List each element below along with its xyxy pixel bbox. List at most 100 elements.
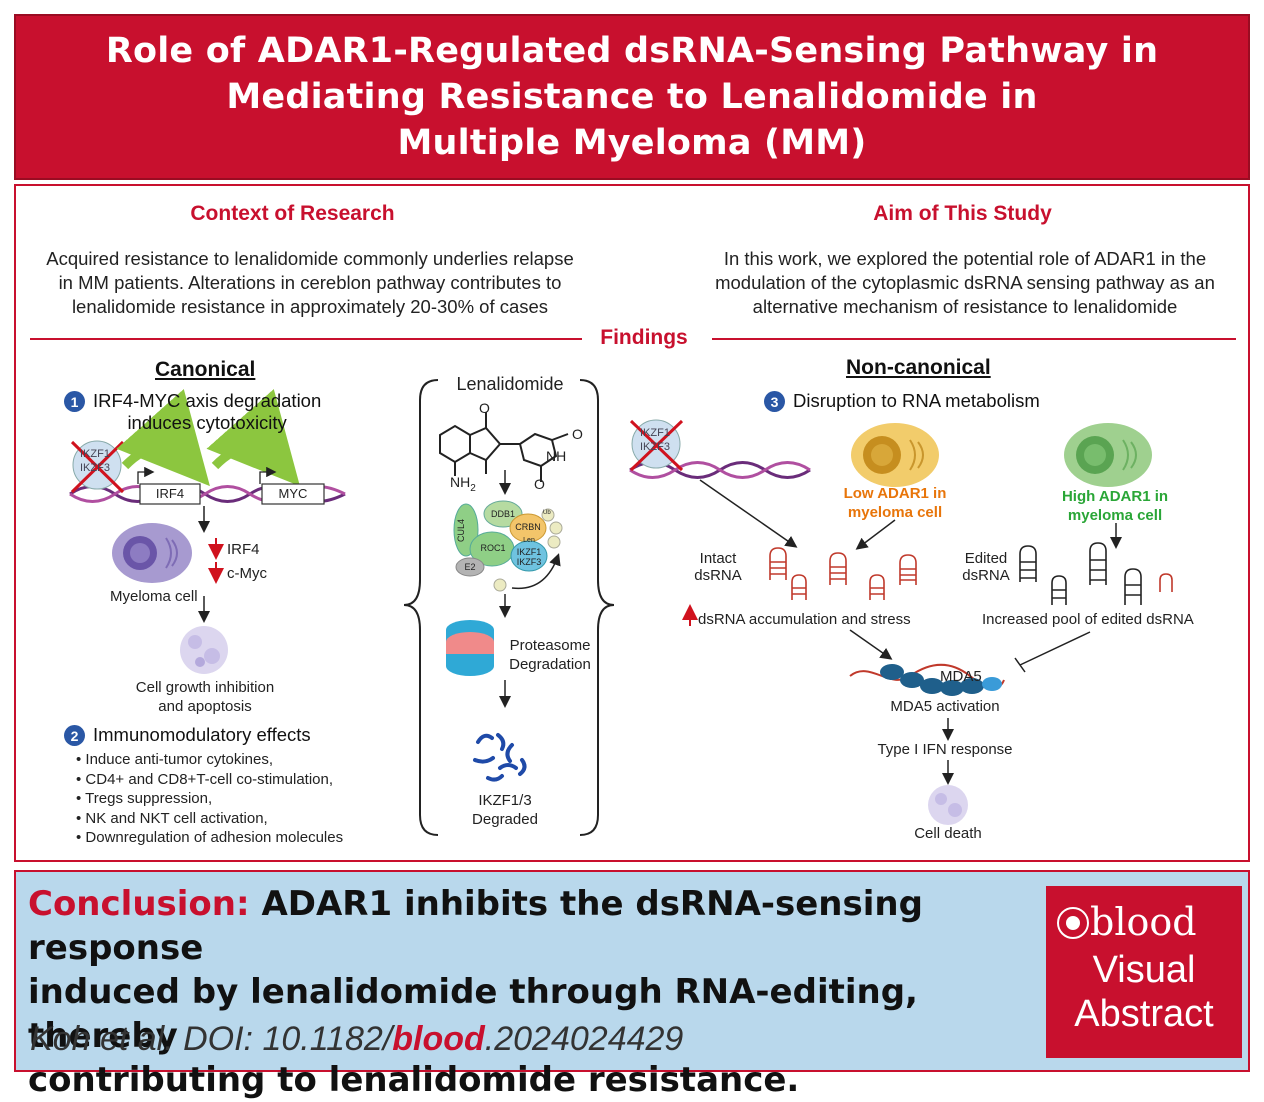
ikzf-label-canonical: IKZF1 IKZF3 bbox=[80, 447, 110, 475]
mda5-label: MDA5 bbox=[940, 668, 982, 685]
canonical-heading: Canonical bbox=[155, 358, 256, 381]
list-item: NK and NKT cell activation, bbox=[76, 809, 343, 829]
low-adar1-label: Low ADAR1 in myeloma cell bbox=[820, 484, 970, 522]
context-line: lenalidomide resistance in approximately… bbox=[71, 296, 549, 317]
complex-label-ikzf: IKZF1 IKZF3 bbox=[513, 547, 545, 567]
list-item: Induce anti-tumor cytokines, bbox=[76, 750, 343, 770]
step-number-badge: 3 bbox=[764, 391, 785, 412]
complex-label-len: Len bbox=[523, 537, 535, 544]
conclusion-panel: Conclusion: ADAR1 inhibits the dsRNA-sen… bbox=[14, 870, 1250, 1100]
noncanonical-heading: Non-canonical bbox=[846, 356, 991, 379]
intact-line: Intact bbox=[699, 550, 737, 567]
conclusion-line: contributing to lenalidomide resistance. bbox=[28, 1060, 800, 1100]
outcome-line: Cell growth inhibition bbox=[135, 679, 275, 696]
right-brace bbox=[579, 379, 615, 836]
step2-label: Immunomodulatory effects bbox=[93, 724, 311, 745]
title-line-2: Mediating Resistance to Lenalidomide in bbox=[226, 77, 1038, 117]
ikzf1-label: IKZF1 bbox=[640, 427, 670, 439]
ikzf1-label: IKZF1 bbox=[80, 448, 110, 460]
oxygen-label: O bbox=[479, 400, 490, 416]
ubiquitin-label: Ub bbox=[543, 510, 551, 516]
mda5-filament-icon bbox=[849, 663, 1005, 696]
high-adar1-line: High ADAR1 in bbox=[1061, 488, 1169, 505]
nh2-subscript: 2 bbox=[470, 482, 476, 494]
low-adar1-line: myeloma cell bbox=[847, 504, 943, 521]
intact-line: dsRNA bbox=[694, 567, 742, 584]
degraded-fragments-icon bbox=[473, 733, 527, 782]
logo-brand: blood bbox=[1090, 900, 1197, 944]
complex-label-ddb1: DDB1 bbox=[490, 509, 515, 519]
context-line: Acquired resistance to lenalidomide comm… bbox=[46, 248, 574, 269]
intact-dsrna-label: Intact dsRNA bbox=[690, 550, 746, 584]
aim-line: In this work, we explored the potential … bbox=[723, 248, 1207, 269]
degraded-label: IKZF1/3 Degraded bbox=[455, 791, 555, 829]
low-adar1-cell-icon bbox=[851, 423, 939, 487]
conclusion-line: induced by lenalidomide through RNA-edit… bbox=[28, 972, 918, 1056]
irf4-gene-box bbox=[139, 483, 201, 505]
oxygen-label: O bbox=[534, 476, 545, 492]
complex-label-cul4: CUL4 bbox=[456, 518, 466, 542]
canonical-outcome: Cell growth inhibition and apoptosis bbox=[100, 678, 310, 716]
cross-mark bbox=[70, 440, 125, 494]
list-item: Downregulation of adhesion molecules bbox=[76, 828, 343, 848]
high-adar1-cell-icon bbox=[1064, 423, 1152, 487]
cross-mark bbox=[629, 419, 684, 472]
context-text: Acquired resistance to lenalidomide comm… bbox=[20, 247, 600, 319]
ikzf1-label: IKZF1 bbox=[516, 547, 542, 557]
aim-line: alternative mechanism of resistance to l… bbox=[752, 296, 1178, 317]
canonical-step-2: 2 Immunomodulatory effects bbox=[64, 724, 311, 746]
nh-label: NH bbox=[546, 448, 567, 464]
complex-label-e2: E2 bbox=[464, 562, 476, 572]
findings-heading: Findings bbox=[600, 326, 688, 349]
conclusion-line: ADAR1 inhibits the dsRNA-sensing respons… bbox=[28, 884, 923, 968]
edited-dsrna-icon-red bbox=[1159, 573, 1173, 592]
cell-death-label: Cell death bbox=[914, 825, 982, 842]
logo-visual-abstract: Visual Abstract bbox=[1046, 948, 1242, 1036]
myc-gene-label: MYC bbox=[278, 486, 308, 501]
dead-cell-icon bbox=[928, 785, 968, 825]
step1-line-1: IRF4-MYC axis degradation bbox=[93, 390, 322, 411]
high-adar1-line: myeloma cell bbox=[1067, 507, 1163, 524]
dead-cell-icon bbox=[180, 626, 228, 674]
ikzf3-label: IKZF3 bbox=[516, 557, 542, 567]
low-adar1-line: Low ADAR1 in bbox=[843, 485, 947, 502]
oxygen-label: O bbox=[572, 426, 583, 442]
nh2-label: NH2 bbox=[450, 474, 476, 494]
edited-line: dsRNA bbox=[962, 567, 1010, 584]
findings-rule-right bbox=[712, 338, 1236, 340]
irf4-gene-label: IRF4 bbox=[155, 486, 185, 501]
list-item: Tregs suppression, bbox=[76, 789, 343, 809]
edited-dsrna-icons bbox=[1019, 542, 1142, 605]
green-arrow bbox=[206, 389, 300, 487]
citation-suffix: .2024024429 bbox=[484, 1020, 684, 1058]
findings-panel bbox=[14, 184, 1250, 862]
myc-gene-box bbox=[261, 483, 325, 505]
logo-line: Abstract bbox=[1074, 993, 1214, 1035]
aim-text: In this work, we explored the potential … bbox=[680, 247, 1250, 319]
title-line-1: Role of ADAR1-Regulated dsRNA-Sensing Pa… bbox=[105, 31, 1159, 71]
degraded-line: IKZF1/3 bbox=[478, 792, 532, 809]
myeloma-cell-label: Myeloma cell bbox=[110, 588, 198, 605]
edited-pool-label: Increased pool of edited dsRNA bbox=[982, 611, 1194, 628]
conclusion-text: Conclusion: ADAR1 inhibits the dsRNA-sen… bbox=[28, 882, 1038, 1102]
seal-icon bbox=[1057, 907, 1089, 939]
mda5-activation-label: MDA5 activation bbox=[890, 698, 1000, 715]
green-arrow bbox=[116, 389, 210, 487]
proteasome-label: Proteasome Degradation bbox=[505, 636, 595, 674]
high-adar1-label: High ADAR1 in myeloma cell bbox=[1032, 487, 1198, 525]
step3-label: Disruption to RNA metabolism bbox=[793, 390, 1040, 411]
ikzf3-label: IKZF3 bbox=[640, 441, 670, 453]
proteasome-icon bbox=[446, 620, 494, 676]
immunomodulatory-list: Induce anti-tumor cytokines, CD4+ and CD… bbox=[76, 750, 343, 848]
degraded-line: Degraded bbox=[472, 811, 538, 828]
inhibition-arrow bbox=[1014, 631, 1091, 673]
edited-line: Edited bbox=[964, 550, 1008, 567]
title-line-3: Multiple Myeloma (MM) bbox=[397, 123, 867, 163]
list-item: CD4+ and CD8+T-cell co-stimulation, bbox=[76, 770, 343, 790]
left-brace bbox=[403, 379, 439, 836]
context-line: in MM patients. Alterations in cereblon … bbox=[58, 272, 562, 293]
ikzf-label-noncanonical: IKZF1 IKZF3 bbox=[640, 426, 670, 454]
citation: Koh et al. DOI: 10.1182/blood.2024024429 bbox=[30, 1020, 683, 1059]
lenalidomide-label: Lenalidomide bbox=[440, 374, 580, 395]
logo-line: Visual bbox=[1092, 949, 1196, 991]
